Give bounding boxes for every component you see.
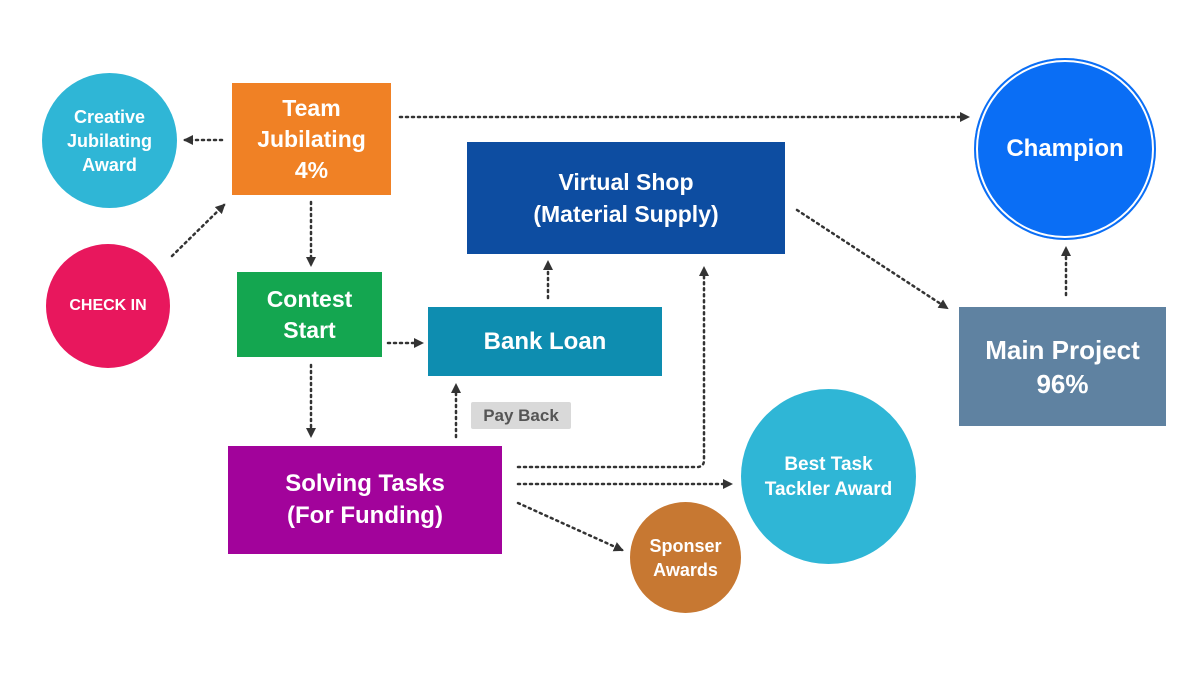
creative-award-line-3: Award <box>82 154 137 175</box>
check-in-label: CHECK IN <box>69 297 147 314</box>
champion-label: Champion <box>1006 135 1124 162</box>
virtual-shop-line-1: Virtual Shop <box>558 169 694 195</box>
pay-back-label: Pay Back <box>471 402 571 429</box>
team-jubilating-node: Team Jubilating 4% <box>232 83 391 195</box>
contest-start-node: Contest Start <box>237 272 382 357</box>
best-task-award-line-2: Tackler Award <box>764 478 893 500</box>
solving-tasks-line-2: (For Funding) <box>287 502 443 529</box>
best-task-award-line-1: Best Task <box>784 453 873 475</box>
contest-start-line-2: Start <box>283 316 336 343</box>
arrow-shop-to-mainproject <box>795 208 949 310</box>
creative-award-node: Creative Jubilating Award <box>42 73 177 208</box>
main-project-percent: 96% <box>1036 368 1089 399</box>
sponsor-awards-line-2: Awards <box>653 559 718 580</box>
virtual-shop-node: Virtual Shop (Material Supply) <box>467 142 785 254</box>
arrow-solving-to-shop <box>516 266 709 469</box>
champion-node: Champion <box>974 58 1156 240</box>
solving-tasks-node: Solving Tasks (For Funding) <box>228 446 502 554</box>
bank-loan-node: Bank Loan <box>428 307 662 376</box>
contest-start-line-1: Contest <box>266 285 353 312</box>
main-project-node: Main Project 96% <box>959 307 1166 426</box>
bank-loan-label: Bank Loan <box>483 327 607 355</box>
creative-award-line-1: Creative <box>73 106 146 127</box>
creative-award-line-2: Jubilating <box>67 130 152 151</box>
virtual-shop-line-2: (Material Supply) <box>533 201 719 227</box>
team-jubilating-line-1: Team <box>282 94 341 121</box>
best-task-award-node: Best Task Tackler Award <box>741 389 916 564</box>
solving-tasks-line-1: Solving Tasks <box>285 470 445 497</box>
main-project-line-1: Main Project <box>985 334 1140 365</box>
arrow-solving-to-sponsor <box>516 501 624 552</box>
arrow-checkin-to-team <box>170 203 226 258</box>
sponsor-awards-line-1: Sponser <box>649 535 722 556</box>
sponsor-awards-node: Sponser Awards <box>630 502 741 613</box>
team-jubilating-percent: 4% <box>294 156 329 183</box>
team-jubilating-line-2: Jubilating <box>257 125 366 152</box>
check-in-node: CHECK IN <box>46 244 170 368</box>
